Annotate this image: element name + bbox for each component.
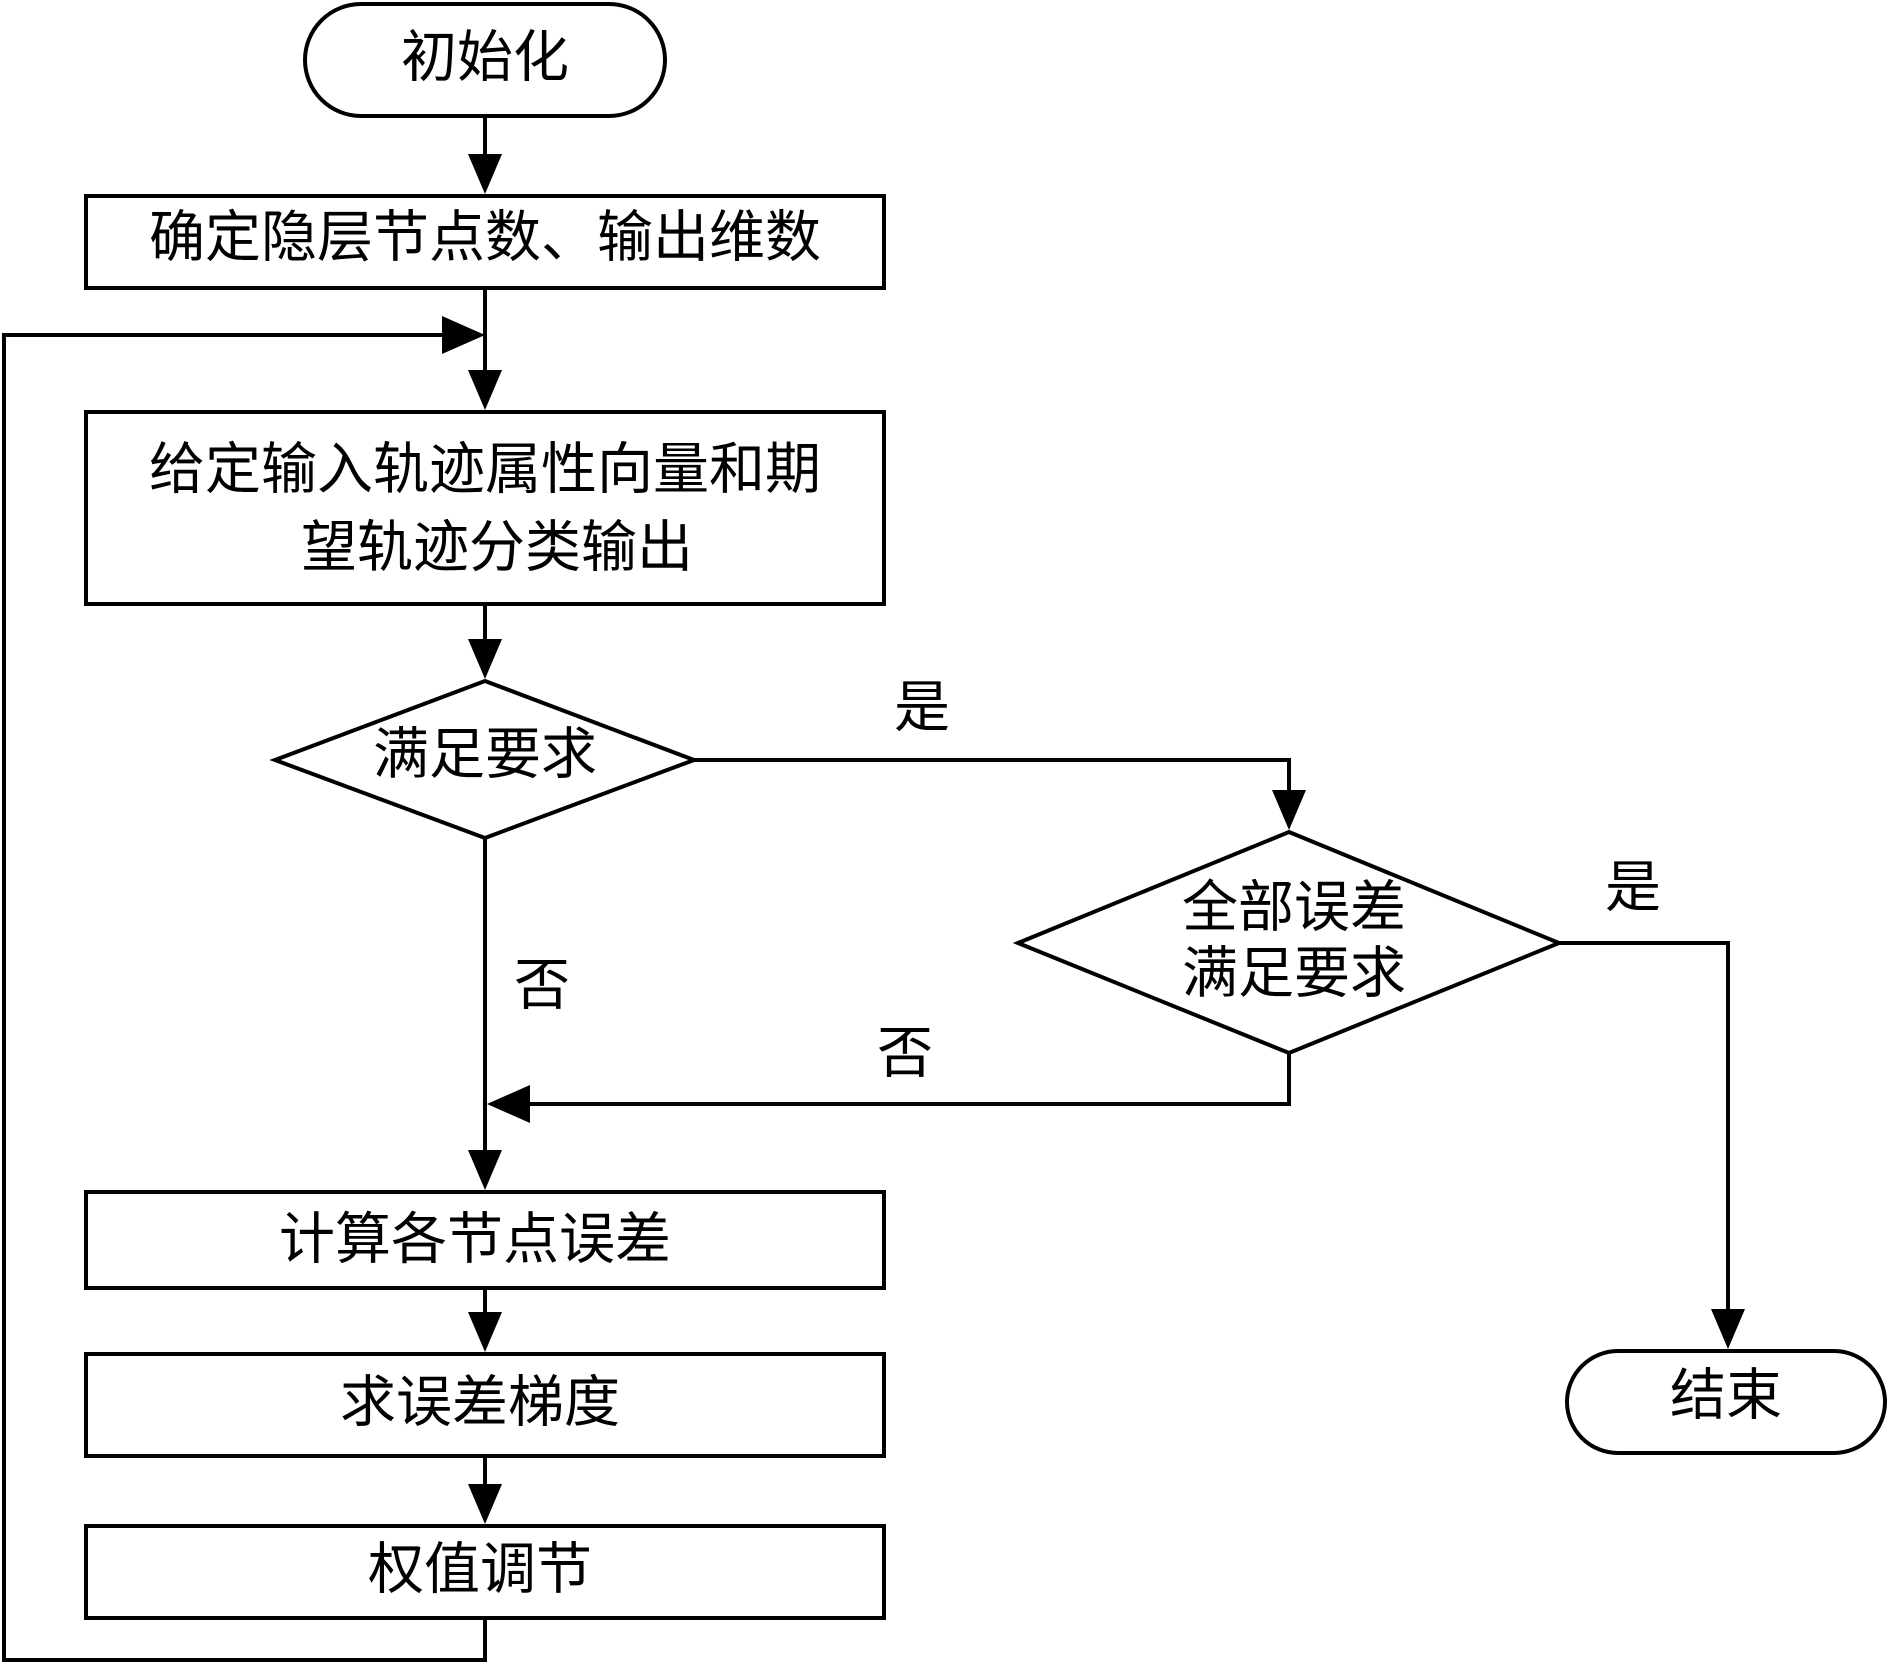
adjust-weights-node-label: 权值调节 — [368, 1538, 592, 1603]
arrowhead-icon — [468, 1312, 502, 1352]
check-all-errors-line1: 全部误差 — [1182, 876, 1406, 941]
edge-set-params-to-give-input — [468, 288, 502, 410]
edge-start-to-set-params — [468, 116, 502, 194]
arrowhead-icon — [468, 1484, 502, 1524]
check-requirement-decision: 满足要求 — [269, 678, 700, 841]
give-input-node-line1: 给定输入轨迹属性向量和期 — [149, 438, 821, 503]
give-input-node: 给定输入轨迹属性向量和期 望轨迹分类输出 — [84, 410, 886, 606]
end-node: 结束 — [1565, 1349, 1887, 1455]
edge-all-errors-no — [487, 1053, 1291, 1123]
edge-error-gradient-to-adjust-weights — [468, 1456, 502, 1524]
edge-requirement-yes — [694, 758, 1306, 830]
compute-errors-node-label: 计算各节点误差 — [279, 1208, 671, 1273]
start-node-label: 初始化 — [401, 26, 569, 91]
set-params-node: 确定隐层节点数、输出维数 — [84, 194, 886, 290]
error-gradient-node: 求误差梯度 — [84, 1352, 886, 1458]
edge-compute-errors-to-error-gradient — [468, 1288, 502, 1352]
check-all-errors-decision: 全部误差 满足要求 — [1012, 829, 1565, 1056]
end-node-label: 结束 — [1670, 1364, 1782, 1429]
all-errors-no-label: 否 — [877, 1022, 933, 1087]
start-node: 初始化 — [303, 2, 667, 118]
edge-requirement-no — [468, 838, 502, 1190]
give-input-node-line2: 望轨迹分类输出 — [301, 516, 693, 581]
set-params-node-label: 确定隐层节点数、输出维数 — [149, 206, 821, 271]
arrowhead-icon — [468, 639, 502, 679]
arrowhead-icon — [442, 316, 485, 354]
requirement-no-label: 否 — [514, 954, 570, 1019]
check-all-errors-line2: 满足要求 — [1182, 942, 1406, 1007]
arrowhead-icon — [468, 370, 502, 410]
edge-feedback-loop — [2, 316, 487, 1662]
edge-all-errors-yes — [1559, 941, 1745, 1349]
arrowhead-icon — [468, 1150, 502, 1190]
arrowhead-icon — [1711, 1309, 1745, 1349]
arrowhead-icon — [468, 154, 502, 194]
error-gradient-node-label: 求误差梯度 — [340, 1371, 620, 1436]
compute-errors-node: 计算各节点误差 — [84, 1190, 886, 1290]
adjust-weights-node: 权值调节 — [84, 1524, 886, 1620]
check-requirement-label: 满足要求 — [373, 723, 597, 788]
arrowhead-icon — [487, 1085, 530, 1123]
all-errors-yes-label: 是 — [1605, 856, 1661, 921]
requirement-yes-label: 是 — [894, 676, 950, 741]
arrowhead-icon — [1272, 790, 1306, 830]
edge-give-input-to-check-requirement — [468, 604, 502, 679]
